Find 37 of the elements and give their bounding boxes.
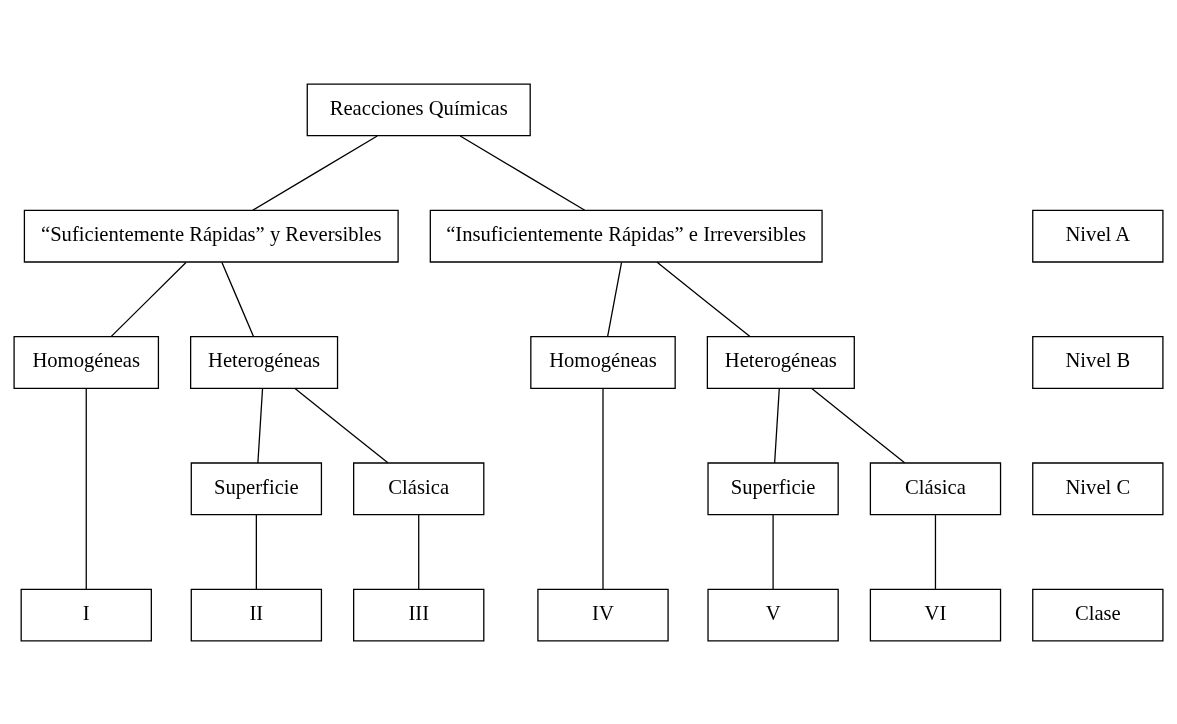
node-box: Nivel A [1032, 209, 1164, 263]
node-box: V [707, 588, 839, 641]
connector [110, 261, 187, 337]
node-box: II [190, 588, 323, 641]
node-box: Heterogéneas [706, 335, 855, 389]
node-box: I [20, 588, 152, 641]
node-box: “Suficientemente Rápidas” y Reversibles [23, 209, 399, 263]
node-box: Nivel C [1032, 461, 1164, 515]
node-box: Clásica [353, 461, 485, 515]
node-box: “Insuficientemente Rápidas” e Irreversibles [429, 209, 823, 263]
connector [85, 387, 87, 590]
connector [294, 387, 389, 463]
connector [418, 513, 420, 590]
connector [606, 261, 623, 337]
node-box: Homogéneas [530, 335, 676, 389]
node-box: IV [537, 588, 669, 641]
connector [459, 134, 586, 211]
node-box: VI [869, 588, 1002, 641]
connector [772, 513, 774, 590]
node-box: Heterogéneas [190, 335, 339, 389]
connector [602, 387, 604, 590]
connector [255, 513, 257, 590]
connector [252, 134, 378, 211]
connector [811, 387, 906, 463]
connector [221, 261, 255, 337]
node-box: Clásica [869, 461, 1002, 515]
node-box: Reacciones Químicas [306, 83, 531, 136]
connector [934, 513, 937, 590]
node-box: Nivel B [1032, 335, 1164, 389]
connector [656, 261, 751, 337]
node-box: III [353, 588, 485, 641]
node-box: Homogéneas [13, 335, 160, 389]
node-box: Superficie [707, 461, 839, 515]
node-box: Superficie [190, 461, 323, 515]
node-box: Clase [1032, 588, 1164, 641]
connector [774, 387, 780, 464]
connector [257, 387, 264, 464]
